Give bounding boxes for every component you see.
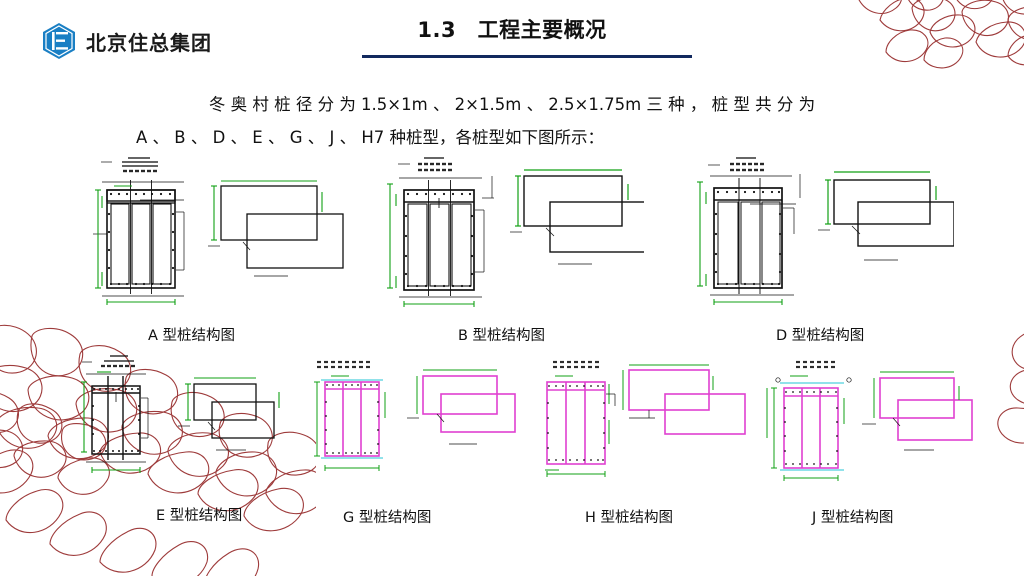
- figure-caption-pile-h: H 型桩结构图: [585, 510, 674, 526]
- hexagon-logo-icon: [43, 23, 75, 59]
- brand-name-label: 北京住总集团: [86, 30, 212, 55]
- figure-caption-pile-e: E 型桩结构图: [156, 508, 243, 524]
- body-line-2-text: A 、 B 、 D 、 E 、 G 、 J 、 H7 种桩型，各桩型如下图所示：: [136, 128, 604, 147]
- pile-g-drawing: [314, 360, 516, 471]
- figure-pile-e: E 型桩结构图: [66, 352, 291, 524]
- figure-pile-a: A 型桩结构图: [88, 152, 350, 344]
- pile-j-drawing: [771, 360, 973, 481]
- pile-a-drawing: [93, 157, 344, 305]
- body-line-1: 冬 奥 村 桩 径 分 为 1.5×1m 、 2×1.5m 、 2.5×1.75…: [112, 88, 912, 121]
- figure-pile-h: H 型桩结构图: [543, 358, 773, 526]
- figure-caption-pile-j: J 型桩结构图: [812, 510, 894, 526]
- body-paragraph: 冬 奥 村 桩 径 分 为 1.5×1m 、 2×1.5m 、 2.5×1.75…: [112, 88, 912, 154]
- title-underline-rule: [362, 55, 692, 58]
- figure-caption-pile-a: A 型桩结构图: [148, 328, 236, 344]
- figure-pile-j: J 型桩结构图: [752, 358, 982, 526]
- figure-caption-pile-g: G 型桩结构图: [343, 510, 432, 526]
- body-line-2: A 、 B 、 D 、 E 、 G 、 J 、 H7 种桩型，各桩型如下图所示：: [112, 121, 912, 154]
- figure-caption-pile-d: D 型桩结构图: [776, 328, 865, 344]
- page-title: 1.3 工程主要概况: [417, 18, 607, 42]
- brand-logo: 北京住总集团: [41, 22, 212, 60]
- figure-pile-b: B 型桩结构图: [382, 154, 644, 344]
- pile-d-drawing: [697, 157, 954, 305]
- pile-h-drawing: [545, 360, 768, 477]
- pile-e-drawing: [81, 355, 280, 473]
- pile-b-drawing: [387, 157, 644, 307]
- body-line-1-text: 冬 奥 村 桩 径 分 为 1.5×1m 、 2×1.5m 、 2.5×1.75…: [208, 95, 816, 114]
- figure-caption-pile-b: B 型桩结构图: [458, 328, 546, 344]
- figure-pile-g: G 型桩结构图: [305, 358, 535, 526]
- figure-pile-d: D 型桩结构图: [692, 154, 954, 344]
